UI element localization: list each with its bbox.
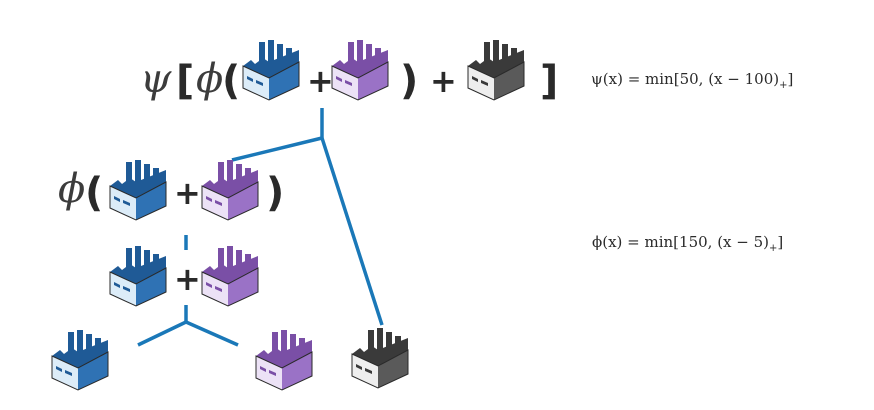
close-paren-middle: ) [266, 170, 284, 216]
factory-blue-icon [109, 246, 167, 307]
phi-formula: ϕ(x) = min[150, (x − 5)+] [592, 233, 783, 254]
branch-to-phi-line [231, 136, 323, 162]
sum-right-branch-line [185, 320, 239, 347]
factory-blue-icon [51, 330, 109, 391]
open-bracket: [ [176, 58, 194, 104]
plus-inner-top: + [307, 62, 334, 100]
open-paren-top: ( [222, 58, 240, 104]
factory-blue-icon [109, 160, 167, 221]
factory-blue-icon [242, 40, 300, 101]
phi-symbol-middle: ϕ [58, 166, 85, 212]
factory-purple-icon [331, 40, 389, 101]
factory-purple-icon [255, 330, 313, 391]
tree-connectors [137, 108, 384, 347]
sum-left-branch-line [137, 320, 187, 347]
plus-middle: + [174, 174, 201, 212]
factory-purple-icon [201, 160, 259, 221]
factory-black-icon [467, 40, 525, 101]
phi-symbol-top: ϕ [196, 56, 223, 102]
plus-outer-top: + [430, 62, 457, 100]
close-bracket: ] [540, 58, 558, 104]
factory-black-icon [351, 328, 409, 389]
factory-purple-icon [201, 246, 259, 307]
plus-sum: + [174, 260, 201, 298]
open-paren-middle: ( [85, 170, 103, 216]
psi-formula: ψ(x) = min[50, (x − 100)+] [591, 70, 793, 91]
psi-symbol: ψ [140, 56, 172, 102]
close-paren-top: ) [400, 58, 418, 104]
branch-to-black-line [320, 137, 384, 326]
